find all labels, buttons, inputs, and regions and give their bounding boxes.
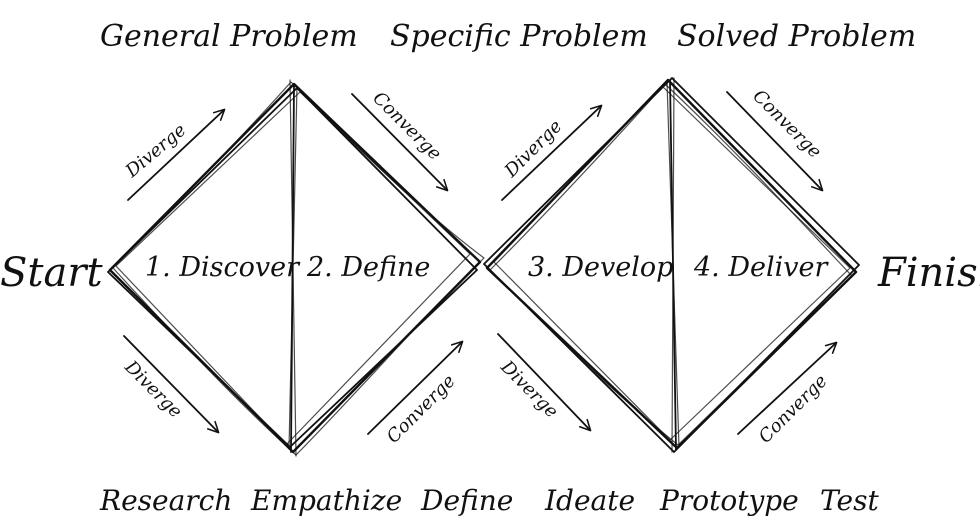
diamond-discover-define [107,79,485,457]
arrow-converge-upper-1-label: Converge [368,88,445,165]
diamond-develop-deliver [483,77,860,453]
arrow-converge-upper-1: Converge [351,88,449,192]
finish-label: Finish [877,250,980,296]
arrow-diverge-upper-1: Diverge [121,108,226,201]
arrow-diverge-lower-1: Diverge [120,335,220,434]
stage-specific-problem: Specific Problem [390,19,648,54]
arrow-converge-lower-2: Converge [737,341,838,448]
phase-develop: 3. Develop [528,252,673,283]
step-test: Test [820,484,879,517]
arrow-converge-lower-1: Converge [367,340,464,448]
arrow-converge-upper-2: Converge [726,86,825,192]
arrow-converge-upper-2-label: Converge [748,86,825,163]
arrow-diverge-lower-2: Diverge [496,333,592,432]
step-prototype: Prototype [659,484,799,517]
phase-define: 2. Define [306,252,430,283]
step-ideate: Ideate [544,484,635,517]
step-define: Define [420,484,513,517]
step-research: Research [99,484,232,517]
step-empathize: Empathize [250,484,402,517]
phase-deliver: 4. Deliver [693,252,829,283]
phase-discover: 1. Discover [145,252,301,283]
start-label: Start [0,250,103,296]
stage-general-problem: General Problem [100,19,358,54]
stage-solved-problem: Solved Problem [677,19,916,54]
arrow-diverge-upper-2: Diverge [500,104,603,201]
